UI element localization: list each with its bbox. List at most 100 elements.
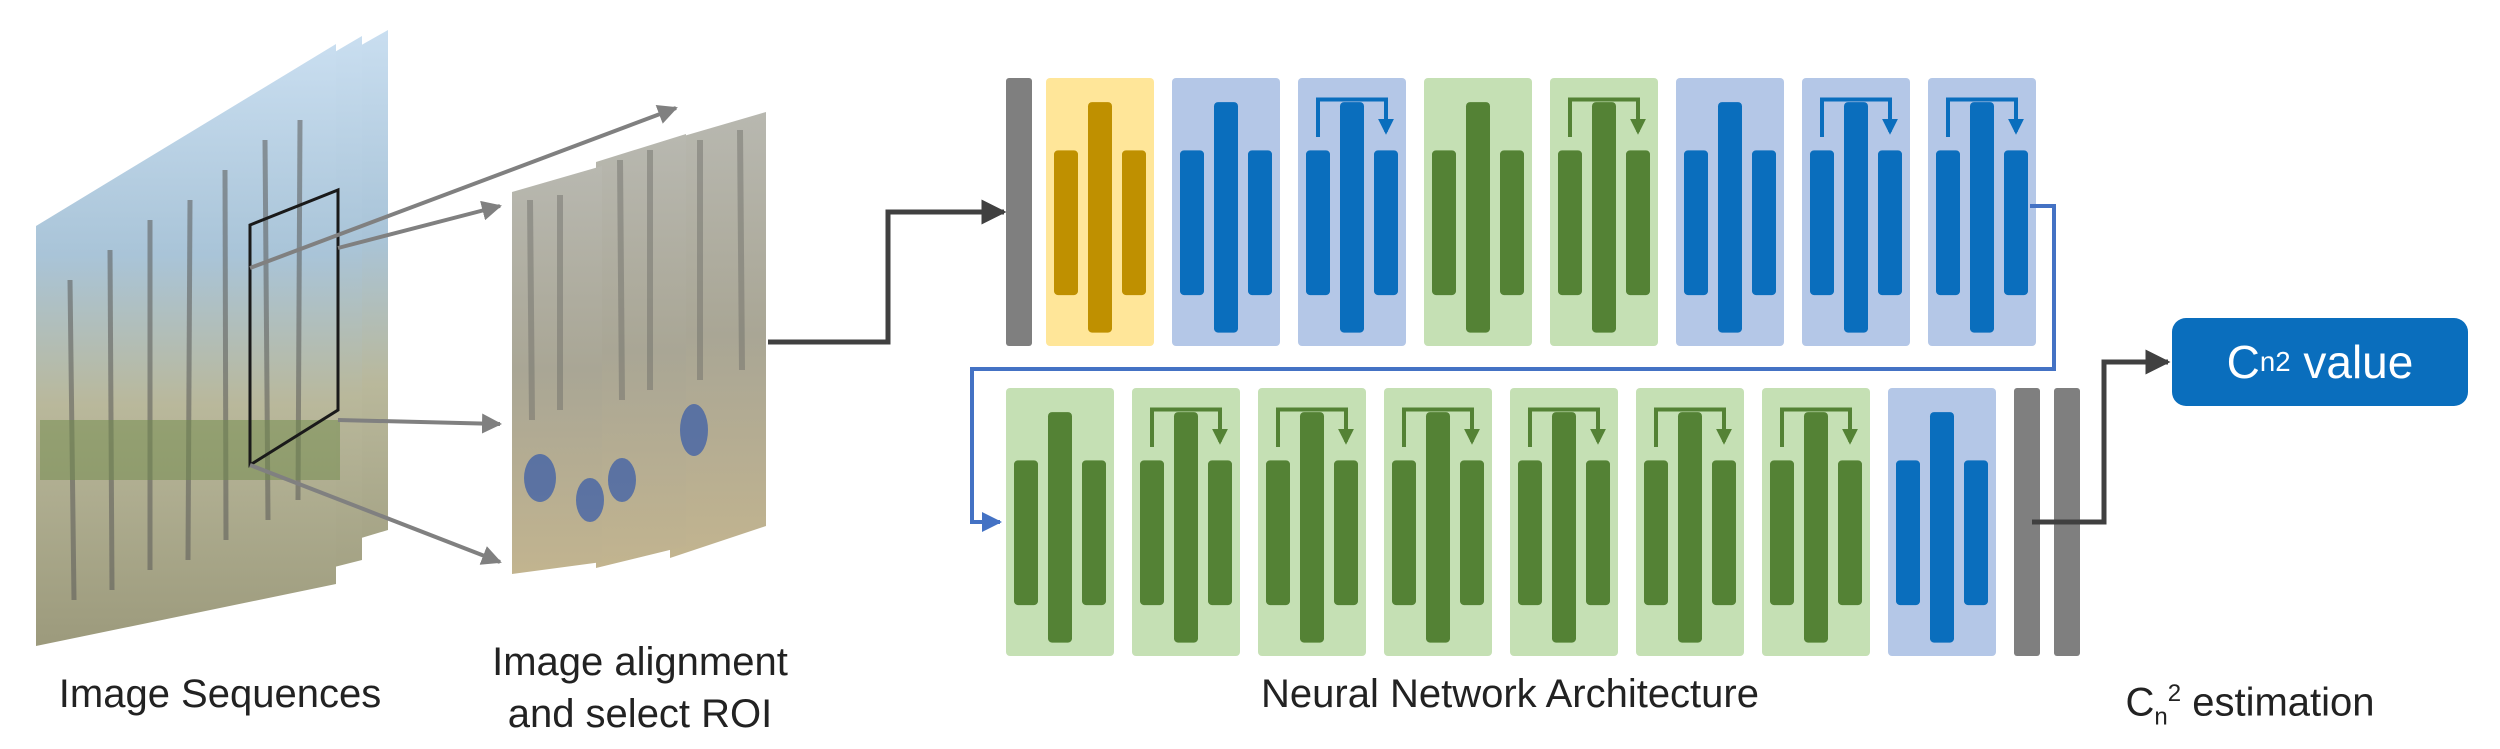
row1-blue-block-8 [1928, 78, 2036, 346]
layer-bar-0 [1810, 150, 1834, 296]
row1-blue-block-7 [1802, 78, 1910, 346]
value-sub: n [2259, 346, 2276, 377]
estimation-rest: estimation [2181, 680, 2375, 725]
layer-bar-0 [1432, 150, 1456, 296]
value-rest: value [2290, 336, 2414, 388]
layer-bar-2 [1500, 150, 1524, 296]
roi-frame-middle [596, 134, 686, 568]
row1-yellow-block-1 [1046, 78, 1154, 346]
row2-gray-layer-8 [2014, 388, 2040, 656]
layer-bar-2 [1712, 460, 1736, 606]
layer-bar-1 [1678, 412, 1702, 643]
skip-connection-arrow [1780, 407, 1858, 447]
layer-bar-2 [1878, 150, 1902, 296]
layer-bar-2 [1460, 460, 1484, 606]
layer-bar-0 [1896, 460, 1920, 606]
row1-blue-block-2 [1172, 78, 1280, 346]
layer-bar-1 [1426, 412, 1450, 643]
layer-bar-1 [1174, 412, 1198, 643]
row-wrap-route [970, 204, 2056, 532]
layer-bar-1 [1466, 102, 1490, 333]
estimation-base: C [2125, 680, 2155, 725]
image-sequence-stack [36, 30, 388, 646]
layer-bar-2 [1082, 460, 1106, 606]
layer-bar-1 [1930, 412, 1954, 643]
layer-bar-2 [2004, 150, 2028, 296]
row2-green-block-4 [1510, 388, 1618, 656]
caption-architecture: Neural Network Architecture [1261, 672, 1759, 716]
layer-bar-2 [1586, 460, 1610, 606]
layer-bar-0 [1306, 150, 1330, 296]
roi-blobs [524, 404, 708, 522]
value-base: C [2226, 336, 2260, 388]
row2-green-block-1 [1132, 388, 1240, 656]
skip-connection-arrow [1946, 97, 2024, 137]
layer-bar-0 [1392, 460, 1416, 606]
caption-alignment-line2: and select ROI [507, 692, 773, 736]
layer-bar-0 [1936, 150, 1960, 296]
layer-bar-0 [1518, 460, 1542, 606]
layer-bar-2 [1248, 150, 1272, 296]
caption-image-alignment: Image alignment and select ROI [460, 636, 820, 740]
layer-bar-1 [1300, 412, 1324, 643]
layer-bar-0 [1014, 460, 1038, 606]
row1-gray-layer-0 [1006, 78, 1032, 346]
layer-bar-1 [1804, 412, 1828, 643]
skip-connection-arrow [1276, 407, 1354, 447]
row2-green-block-6 [1762, 388, 1870, 656]
estimation-sup: 2 [2167, 680, 2182, 707]
row1-green-block-5 [1550, 78, 1658, 346]
layer-bar-0 [1644, 460, 1668, 606]
layer-bar-1 [1048, 412, 1072, 643]
layer-bar-0 [1684, 150, 1708, 296]
skip-connection-arrow [1654, 407, 1732, 447]
row2-green-block-3 [1384, 388, 1492, 656]
row2-green-block-0 [1006, 388, 1114, 656]
layer-bar-1 [1718, 102, 1742, 333]
layer-bar-1 [1088, 102, 1112, 333]
layer-bar-0 [1180, 150, 1204, 296]
skip-connection-arrow [1150, 407, 1228, 447]
row2-blue-block-7 [1888, 388, 1996, 656]
layer-bar-0 [1054, 150, 1078, 296]
layer-bar-1 [1552, 412, 1576, 643]
layer-bar-2 [1964, 460, 1988, 606]
row2-green-block-5 [1636, 388, 1744, 656]
layer-bar-1 [1970, 102, 1994, 333]
layer-bar-1 [1844, 102, 1868, 333]
layer-bar-0 [1266, 460, 1290, 606]
skip-connection-arrow [1316, 97, 1394, 137]
input-connector-arrow [768, 199, 1007, 345]
layer-bar-2 [1334, 460, 1358, 606]
skip-connection-arrow [1528, 407, 1606, 447]
layer-bar-0 [1558, 150, 1582, 296]
layer-bar-2 [1374, 150, 1398, 296]
row2-green-block-2 [1258, 388, 1366, 656]
output-connector-arrow [2032, 349, 2171, 525]
skip-connection-arrow [1402, 407, 1480, 447]
layer-bar-1 [1214, 102, 1238, 333]
caption-image-sequences: Image Sequences [58, 672, 382, 716]
row1-blue-block-6 [1676, 78, 1784, 346]
layer-bar-2 [1838, 460, 1862, 606]
layer-bar-2 [1122, 150, 1146, 296]
layer-bar-2 [1208, 460, 1232, 606]
caption-estimation: Cn2 estimation [2100, 668, 2400, 743]
roi-stack [512, 112, 766, 574]
roi-projection-arrows [249, 104, 678, 565]
estimation-sub: n [2154, 703, 2168, 731]
ground-strip [40, 420, 340, 480]
skip-connection-arrow [1568, 97, 1646, 137]
layer-bar-0 [1140, 460, 1164, 606]
value-sup: 2 [2275, 346, 2291, 377]
layer-bar-0 [1770, 460, 1794, 606]
roi-vertical-streaks [527, 129, 745, 421]
row1-green-block-4 [1424, 78, 1532, 346]
roi-box [248, 187, 340, 468]
row1-blue-block-3 [1298, 78, 1406, 346]
skip-connection-arrow [1820, 97, 1898, 137]
layer-bar-2 [1752, 150, 1776, 296]
layer-bar-1 [1592, 102, 1616, 333]
